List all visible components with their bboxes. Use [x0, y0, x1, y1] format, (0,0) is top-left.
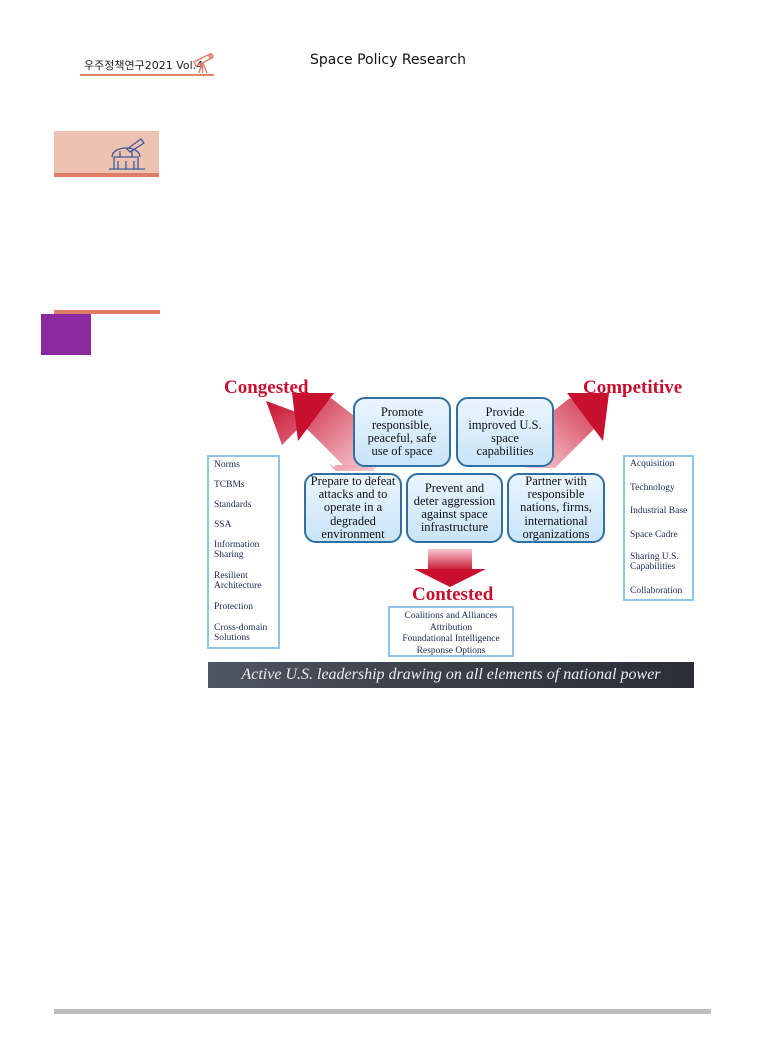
- list-item: Coalitions and Alliances: [404, 611, 498, 621]
- list-item: Attribution: [429, 622, 473, 633]
- congested-label: Congested: [224, 377, 309, 398]
- arrow-up-left: [266, 401, 374, 471]
- list-item: Information Sharing: [214, 540, 260, 560]
- right-approach-list: Acquisition Technology Industrial Base S…: [623, 455, 694, 601]
- list-item: Resilient Architecture: [214, 571, 262, 591]
- list-item: Collaboration: [630, 586, 683, 596]
- leadership-banner: Active U.S. leadership drawing on all el…: [208, 662, 694, 688]
- objective-box: Partner with responsible nations, firms,…: [507, 473, 605, 543]
- section-marker-rule: [54, 310, 160, 314]
- list-item: TCBMs: [214, 480, 245, 490]
- arrow-down-head: [414, 569, 486, 587]
- list-item: Space Cadre: [630, 530, 678, 540]
- list-item: Cross-domain Solutions: [214, 623, 268, 643]
- list-item: Foundational Intelligence: [402, 634, 500, 644]
- journal-issue-label: 우주정책연구2021 Vol.4: [84, 59, 204, 72]
- objective-box: Provide improved U.S. space capabilities: [456, 397, 554, 467]
- telescope-icon: [193, 53, 214, 74]
- list-item: Standards: [214, 500, 252, 510]
- list-item: Response Options: [416, 645, 486, 656]
- objective-box: Promote responsible, peaceful, safe use …: [353, 397, 451, 467]
- competitive-label: Competitive: [583, 377, 683, 398]
- objective-box: Prepare to defeat attacks and to operate…: [304, 473, 402, 543]
- list-item: Protection: [214, 602, 254, 612]
- footer-rule: [54, 1009, 711, 1014]
- contested-label: Contested: [412, 584, 494, 605]
- arrow-down-body: [428, 549, 472, 571]
- strategy-figure: Congested Competitive Contested Promote …: [206, 373, 695, 690]
- list-item: Sharing U.S. Capabilities: [630, 552, 679, 572]
- objective-box: Prevent and deter aggression against spa…: [406, 473, 503, 543]
- list-item: SSA: [214, 520, 232, 530]
- list-item: Acquisition: [630, 459, 675, 469]
- contested-response-list: Coalitions and Alliances Attribution Fou…: [388, 606, 514, 657]
- header-underline: [80, 74, 214, 76]
- arrow-up-right-head: [567, 393, 609, 441]
- list-item: Norms: [214, 460, 240, 470]
- section-badge-underline: [54, 173, 159, 177]
- running-title: Space Policy Research: [310, 52, 467, 68]
- section-marker-block: [41, 314, 91, 355]
- list-item: Technology: [630, 483, 675, 493]
- list-item: Industrial Base: [630, 506, 688, 516]
- section-badge: [54, 131, 159, 173]
- left-approach-list: Norms TCBMs Standards SSA Information Sh…: [207, 455, 280, 649]
- arrow-up-left-head: [292, 393, 334, 441]
- observatory-icon: [109, 138, 145, 170]
